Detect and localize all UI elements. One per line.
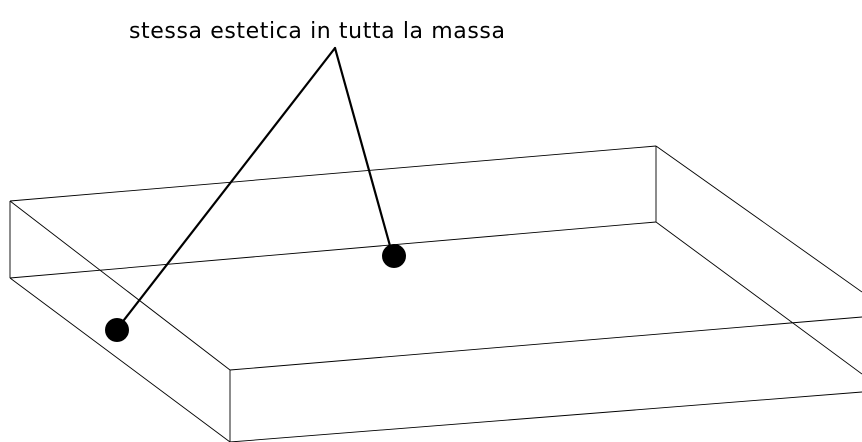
slab-outline [9,145,862,442]
leader-line-left [115,46,337,331]
slab-edge-top-left [9,200,231,371]
slab-edge-top-back [9,145,657,202]
leader-line-right [333,46,394,255]
marker-dot-left [105,318,129,342]
slab-edge-bottom-back [9,221,657,279]
slab-edge-bottom-left [9,277,231,442]
slab-edge-top-right [655,145,862,293]
leader-lines [115,46,394,331]
slab-edge-bottom-right [655,221,862,375]
slab-edge-bottom-front [229,391,862,442]
marker-dot-right [382,244,406,268]
slab-edge-top-front [229,316,862,371]
annotation-label: stessa estetica in tutta la massa [129,19,506,44]
